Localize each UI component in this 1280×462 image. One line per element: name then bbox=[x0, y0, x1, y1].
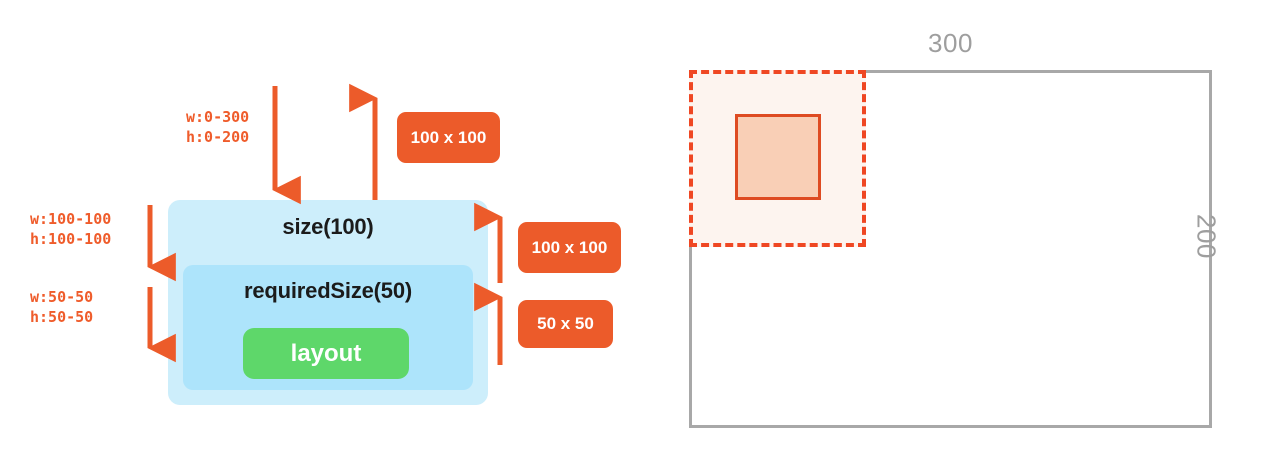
badge-size-result: 100 x 100 bbox=[518, 222, 621, 273]
constraint-label-incoming: w:0-300 h:0-200 bbox=[186, 108, 250, 146]
constraint-label-to-required-size: w:100-100 h:100-100 bbox=[30, 210, 112, 248]
layout-button[interactable]: layout bbox=[243, 328, 409, 379]
constraint-label-to-layout: w:50-50 h:50-50 bbox=[30, 288, 94, 326]
size-box-label: size(100) bbox=[282, 214, 374, 239]
badge-required-size-result: 50 x 50 bbox=[518, 300, 613, 348]
viewport-width-label: 300 bbox=[928, 28, 973, 58]
viewport-height-label: 200 bbox=[1191, 214, 1222, 259]
required-size-box-label: requiredSize(50) bbox=[244, 278, 412, 303]
badge-reported-out: 100 x 100 bbox=[397, 112, 500, 163]
rendered-content-square bbox=[735, 114, 821, 200]
